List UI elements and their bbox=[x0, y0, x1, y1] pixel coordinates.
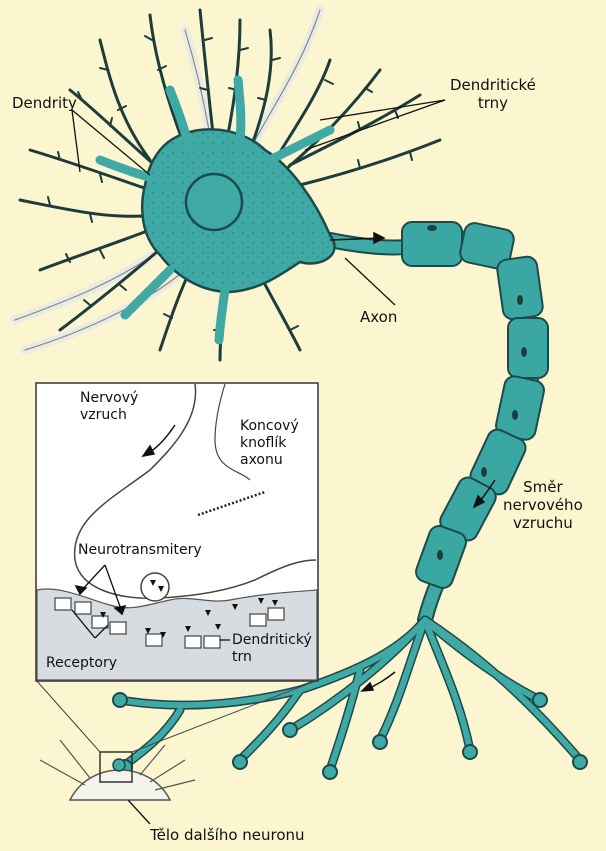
label-dendrites: Dendrity bbox=[12, 94, 77, 112]
myelin-sheath bbox=[402, 221, 548, 591]
label-impulse-direction: Směr nervového vzruchu bbox=[503, 478, 583, 532]
label-dendritic-spines: Dendritické trny bbox=[450, 76, 536, 112]
label-dendritic-spine: Dendritický trn bbox=[232, 632, 312, 666]
label-next-neuron-body: Tělo dalšího neuronu bbox=[150, 826, 305, 844]
label-axon-terminal: Koncový knoflík axonu bbox=[240, 418, 299, 469]
label-neurotransmitters: Neurotransmitery bbox=[78, 542, 202, 559]
label-nerve-impulse: Nervový vzruch bbox=[80, 390, 138, 424]
next-neuron-body bbox=[40, 740, 195, 800]
nucleus bbox=[186, 174, 242, 230]
label-axon: Axon bbox=[360, 308, 397, 326]
label-receptors: Receptory bbox=[46, 655, 117, 672]
